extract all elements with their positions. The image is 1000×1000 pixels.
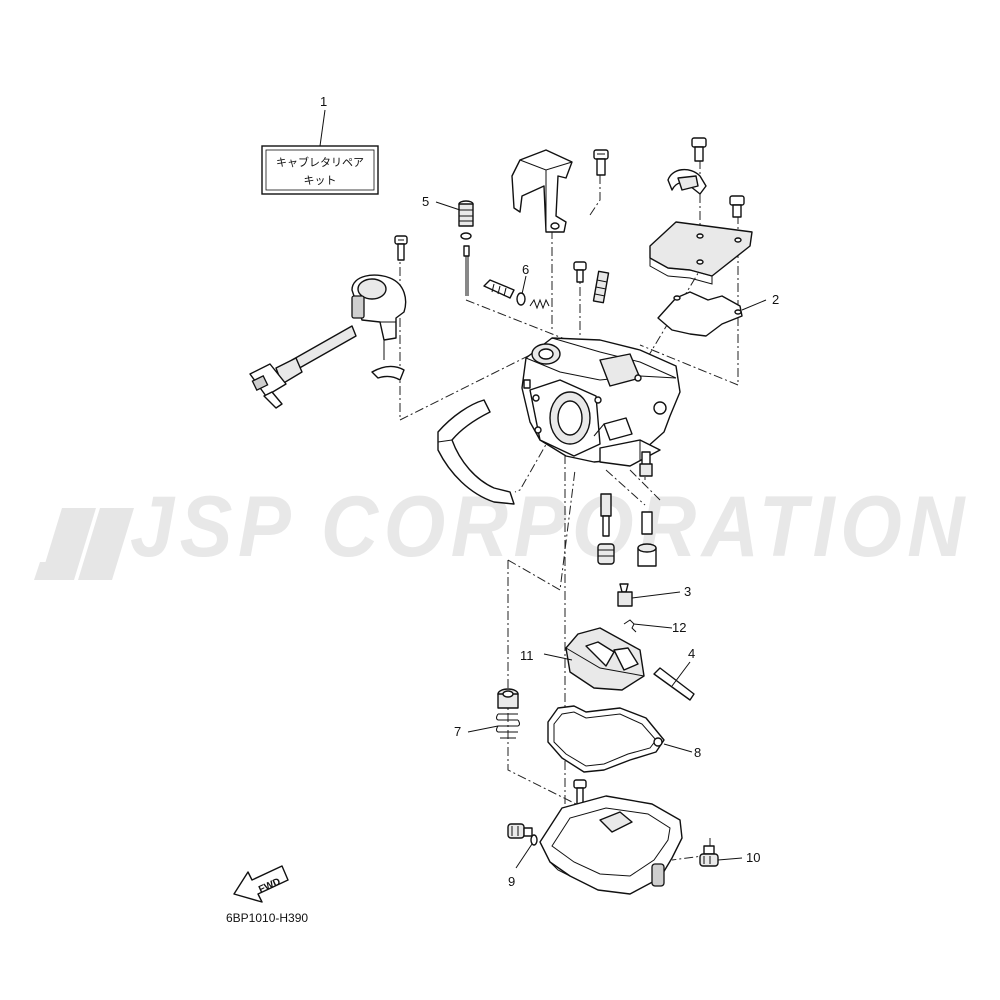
bowl-drain-screw <box>507 823 533 839</box>
clip-item-12 <box>623 619 637 633</box>
needle <box>463 245 470 296</box>
callout-9: 9 <box>508 874 515 889</box>
callout-4: 4 <box>688 646 695 661</box>
choke-solenoid-assembly <box>249 235 408 409</box>
jet-right <box>637 511 657 567</box>
bracket-screw <box>593 149 609 176</box>
callout-11: 11 <box>520 648 534 663</box>
callout-8: 8 <box>694 745 701 760</box>
callout-7: 7 <box>454 724 461 739</box>
small-jet <box>639 451 653 477</box>
main-jet-parts <box>597 451 657 567</box>
gasket-item-2 <box>657 291 743 337</box>
callout-10: 10 <box>746 850 760 865</box>
solenoid-connector <box>249 363 287 409</box>
callouts: 1 2 3 4 5 6 7 8 9 10 11 12 <box>320 94 779 889</box>
callout-6: 6 <box>522 262 529 277</box>
emulsion-tube <box>597 493 615 565</box>
cover-screw-1 <box>691 137 707 162</box>
carburetor-body <box>521 337 681 467</box>
jet-item-5 <box>458 200 474 240</box>
idle-screw <box>592 270 610 304</box>
float-item-11 <box>565 627 645 691</box>
throttle-bracket <box>511 149 609 233</box>
spring-item-7 <box>496 688 520 739</box>
callout-3: 3 <box>684 584 691 599</box>
callout-2: 2 <box>772 292 779 307</box>
cover-screw-2 <box>729 195 745 218</box>
fwd-arrow-icon: FWD <box>233 865 289 903</box>
kit-box-line-2: キット <box>304 174 337 187</box>
pilot-screw <box>483 279 515 299</box>
float-bowl <box>507 779 683 895</box>
callout-5: 5 <box>422 194 429 209</box>
kit-box-line-1: キャブレタリペア <box>276 155 364 169</box>
repair-kit-box: キャブレタリペア キット <box>261 145 379 195</box>
pilot-spring <box>529 298 550 310</box>
watermark-logo-mark <box>34 508 134 580</box>
watermark-text: JSP CORPORATION <box>130 479 970 575</box>
leader-lines <box>319 109 767 869</box>
watermark: JSP CORPORATION <box>34 479 970 580</box>
drawing-code: 6BP1010-H390 <box>226 911 308 925</box>
pilot-screw-parts <box>458 200 610 310</box>
gasket-item-8 <box>547 705 665 773</box>
o-ring-item-6 <box>516 292 526 306</box>
top-cover-assembly <box>649 137 753 337</box>
callout-1: 1 <box>320 94 327 109</box>
drain-plug-item-10 <box>699 845 719 867</box>
callout-12: 12 <box>672 620 686 635</box>
solenoid-screw <box>394 235 408 261</box>
carb-screw-a <box>573 261 587 283</box>
washer-item-9 <box>530 834 538 846</box>
needle-valve-item-3 <box>617 583 633 607</box>
fuel-hose <box>437 399 515 505</box>
